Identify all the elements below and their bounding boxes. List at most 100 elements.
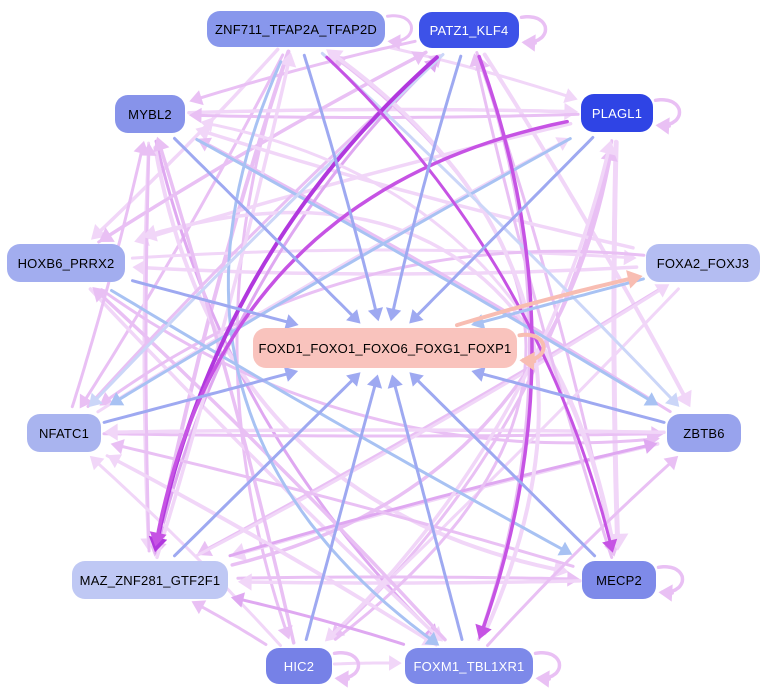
arrowhead-icon [149, 531, 167, 547]
node-znf[interactable]: ZNF711_TFAP2A_TFAP2D [207, 11, 385, 47]
arrowhead-icon [663, 455, 679, 471]
arrowhead-icon [643, 438, 658, 454]
arrowhead-icon [346, 309, 361, 324]
edge-self-loop-znf [386, 14, 414, 44]
arrowhead-icon [284, 314, 299, 330]
edge-plagl1-to-maz [156, 119, 569, 535]
arrowhead-icon [283, 366, 299, 382]
edge-mybl2-to-mecp2 [153, 145, 557, 571]
node-hic2[interactable]: HIC2 [266, 648, 332, 684]
node-mybl2[interactable]: MYBL2 [115, 95, 185, 133]
arrowhead-icon [230, 592, 245, 608]
edge-maz-to-plagl1 [230, 158, 612, 567]
node-label: MECP2 [596, 572, 642, 588]
arrowhead-icon [346, 372, 361, 387]
arrowhead-icon [567, 571, 580, 587]
arrowhead-icon [188, 107, 202, 124]
edge-hic2-to-foxm1 [332, 661, 399, 666]
arrowhead-icon [132, 259, 147, 277]
arrowhead-icon [521, 34, 536, 52]
node-label: MAZ_ZNF281_GTF2F1 [79, 572, 221, 588]
edge-foxm1-to-znf [336, 56, 541, 636]
edge-mybl2-to-foxm1 [154, 139, 431, 631]
arrowhead-icon [409, 309, 424, 324]
edge-foxm1-to-nfatc1 [115, 458, 438, 647]
arrowhead-icon [563, 88, 578, 103]
node-label: FOXA2_FOXJ3 [656, 255, 750, 271]
arrowhead-icon [104, 423, 118, 441]
edge-mybl2-to-zbtb6 [195, 138, 650, 401]
edge-znf-to-hoxb6 [94, 47, 280, 237]
arrowhead-icon [200, 117, 215, 133]
node-patz[interactable]: PATZ1_KLF4 [419, 12, 519, 48]
node-label: ZBTB6 [683, 425, 725, 441]
arrowhead-icon [389, 655, 402, 671]
arrowhead-icon [387, 34, 401, 50]
arrowhead-icon [557, 541, 573, 556]
edge-maz-to-foxa2 [195, 289, 661, 557]
edge-plagl1-to-mecp2 [611, 139, 621, 542]
arrowhead-icon [326, 49, 344, 66]
node-mecp2[interactable]: MECP2 [582, 561, 656, 599]
node-label: ZNF711_TFAP2A_TFAP2D [215, 21, 377, 37]
edge-zbtb6-to-nfatc1 [115, 428, 666, 435]
arrowhead-icon [409, 372, 424, 387]
edge-hoxb6-to-foxa2 [130, 248, 626, 260]
node-foxm1[interactable]: FOXM1_TBL1XR1 [405, 648, 533, 684]
arrowhead-icon [602, 538, 618, 553]
arrowhead-icon [195, 124, 212, 142]
arrowhead-icon [140, 143, 157, 156]
arrowhead-icon [654, 284, 670, 298]
edge-foxa2-to-center [477, 277, 645, 325]
edge-foxm1-to-maz [237, 597, 406, 646]
edge-foxa2-to-nfatc1 [108, 249, 646, 400]
arrowhead-icon [334, 670, 349, 688]
arrowhead-icon [643, 392, 659, 406]
arrowhead-icon [92, 287, 109, 303]
arrowhead-icon [189, 90, 204, 106]
node-hoxb6[interactable]: HOXB6_PRRX2 [7, 244, 125, 282]
arrowhead-icon [237, 573, 252, 591]
edge-mecp2-to-mybl2 [211, 123, 616, 548]
edge-patz-to-center [390, 54, 463, 315]
node-foxa2[interactable]: FOXA2_FOXJ3 [646, 244, 760, 282]
arrowhead-icon [279, 52, 297, 68]
arrowhead-icon [623, 249, 637, 266]
arrowhead-icon [88, 392, 103, 408]
arrowhead-icon [424, 631, 440, 646]
node-label: NFATC1 [38, 425, 90, 441]
arrowhead-icon [471, 366, 486, 382]
node-label: PATZ1_KLF4 [429, 22, 509, 38]
arrowhead-icon [626, 270, 643, 289]
edge-patz-to-mybl2 [195, 39, 417, 101]
edge-center-to-foxa2 [455, 275, 637, 328]
edge-plagl1-to-nfatc1 [118, 137, 572, 401]
node-label: PLAGL1 [591, 105, 643, 121]
arrowhead-icon [675, 389, 692, 408]
arrowhead-icon [535, 670, 550, 688]
node-nfatc1[interactable]: NFATC1 [27, 414, 101, 452]
node-center[interactable]: FOXD1_FOXO1_FOXO6_FOXG1_FOXP1 [253, 328, 517, 368]
edge-plagl1-to-center [412, 136, 595, 320]
node-zbtb6[interactable]: ZBTB6 [667, 414, 741, 452]
arrowhead-icon [107, 454, 123, 469]
edge-hoxb6-to-center [131, 279, 293, 325]
node-label: HIC2 [283, 658, 315, 674]
edge-maz-to-patz [154, 65, 431, 555]
node-label: MYBL2 [128, 106, 172, 122]
arrowhead-icon [665, 392, 680, 407]
node-label: FOXD1_FOXO1_FOXO6_FOXG1_FOXP1 [258, 340, 512, 356]
arrowhead-icon [110, 439, 125, 455]
node-plagl1[interactable]: PLAGL1 [581, 94, 653, 132]
arrowhead-icon [599, 140, 617, 156]
edge-mecp2-to-center [413, 375, 597, 558]
arrowhead-icon [109, 392, 125, 406]
node-maz[interactable]: MAZ_ZNF281_GTF2F1 [72, 561, 228, 599]
edge-hoxb6-to-mecp2 [110, 289, 563, 551]
arrowhead-icon [564, 102, 579, 121]
arrowhead-icon [367, 374, 383, 389]
edge-hic2-to-center [304, 380, 378, 641]
edge-foxm1-to-center [392, 380, 464, 641]
